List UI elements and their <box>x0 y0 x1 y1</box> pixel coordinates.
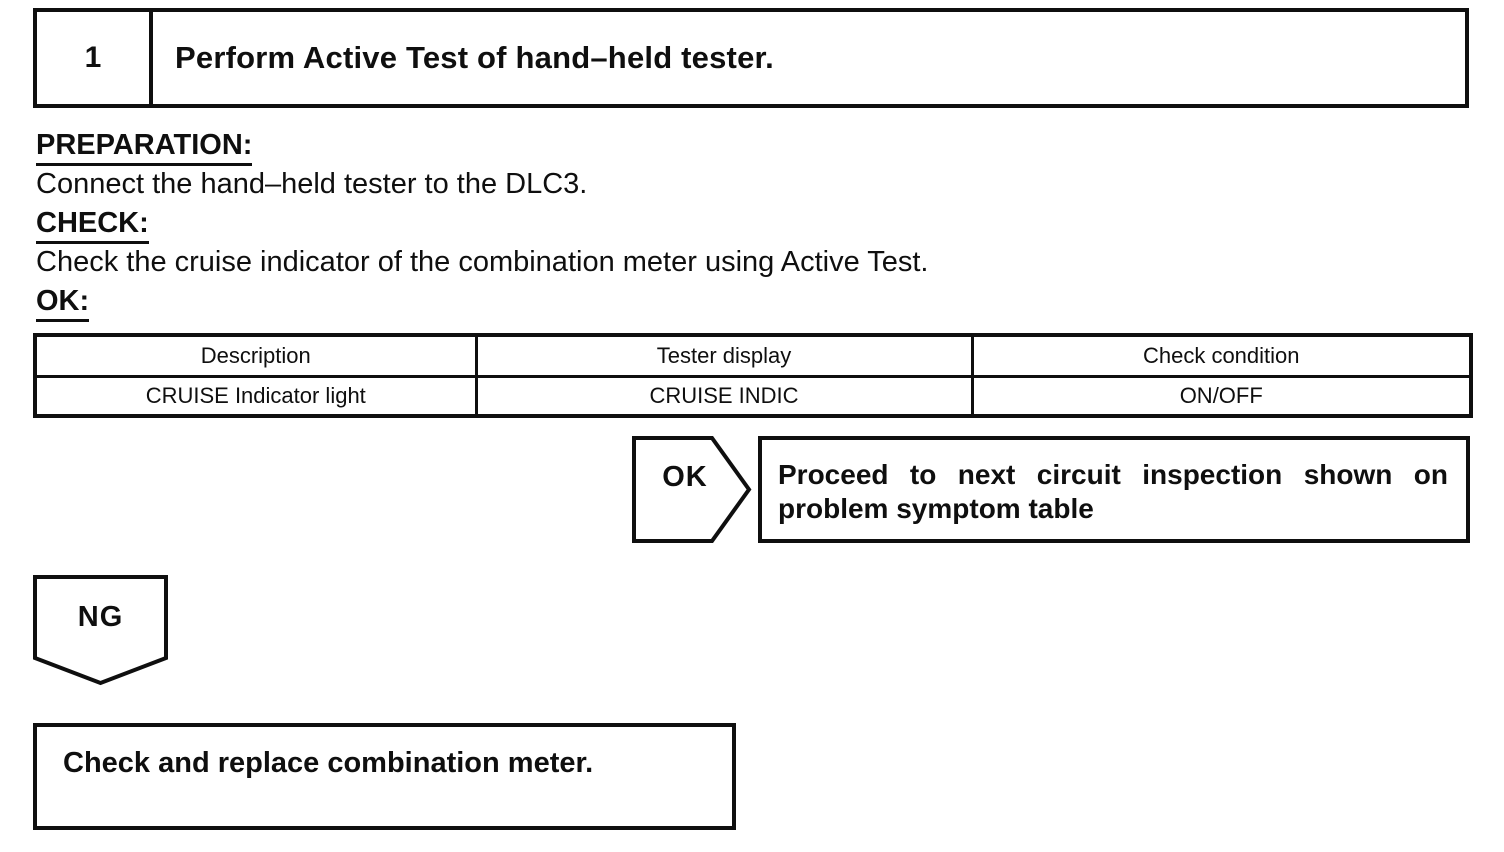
column-header-description: Description <box>33 333 478 378</box>
step-header-box: 1 Perform Active Test of hand–held teste… <box>33 8 1469 108</box>
ng-branch-label: NG <box>77 600 124 633</box>
preparation-label: PREPARATION: <box>36 129 253 166</box>
ok-label: OK: <box>36 285 90 322</box>
check-body: Check the cruise indicator of the combin… <box>36 246 929 278</box>
down-pentagon-arrow-icon <box>33 575 168 686</box>
preparation-body: Connect the hand–held tester to the DLC3… <box>36 168 588 200</box>
ok-action-line2: problem symptom table <box>778 493 1094 524</box>
preparation-heading: PREPARATION: <box>36 126 1236 166</box>
ok-action-box: Proceed to next circuit inspection shown… <box>758 436 1470 543</box>
ng-action-text: Check and replace combination meter. <box>63 747 594 779</box>
instruction-sections: PREPARATION: Connect the hand–held teste… <box>36 126 1236 322</box>
column-header-tester-display: Tester display <box>474 333 974 378</box>
ok-heading: OK: <box>36 282 1236 322</box>
ok-branch-label: OK <box>662 460 708 493</box>
cell-tester-display: CRUISE INDIC <box>474 375 974 418</box>
ng-action-box: Check and replace combination meter. <box>33 723 736 830</box>
cell-description: CRUISE Indicator light <box>33 375 478 418</box>
column-header-check-condition: Check condition <box>970 333 1473 378</box>
right-pentagon-arrow-icon <box>632 436 752 543</box>
check-condition-table: Description Tester display Check conditi… <box>33 333 1473 418</box>
table-row: CRUISE Indicator light CRUISE INDIC ON/O… <box>33 375 1473 418</box>
ng-branch-arrow: NG <box>33 575 168 686</box>
step-title: Perform Active Test of hand–held tester. <box>175 40 774 75</box>
table-header-row: Description Tester display Check conditi… <box>33 333 1473 378</box>
cell-check-condition: ON/OFF <box>970 375 1473 418</box>
ok-branch-arrow: OK <box>632 436 752 543</box>
check-heading: CHECK: <box>36 204 1236 244</box>
ok-action-line1: Proceed to next circuit inspection shown… <box>778 459 1448 490</box>
check-label: CHECK: <box>36 207 149 244</box>
step-number: 1 <box>37 12 153 104</box>
